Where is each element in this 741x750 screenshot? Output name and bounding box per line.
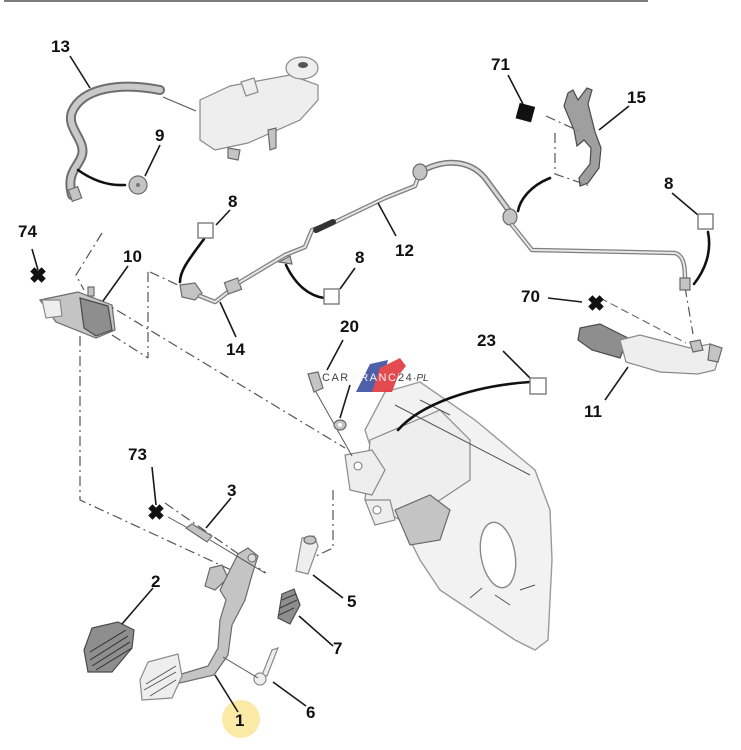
marker-23 [529,377,547,395]
leader-8a [215,209,231,226]
pivot-sleeve-3 [167,516,266,574]
clip-marker-8c [697,213,714,230]
leader-5 [312,574,344,599]
bolt-and-nut-20 [307,371,353,457]
pointer-8b [284,263,326,300]
assembly-line-connector [149,271,181,287]
assembly-line-slave-fitting [684,286,694,335]
pipe-bracket-15 [563,87,602,187]
assembly-line-hose-to-cylinder [75,232,103,291]
callout-5: 5 [347,592,356,611]
callout-74: 74 [18,222,37,241]
top-border-rule [4,0,648,2]
leader-2 [121,587,154,625]
assembly-line-70 [599,297,687,344]
callout-11: 11 [584,402,602,421]
callout-8a: 8 [228,192,237,211]
watermark-text-num: 24 [398,372,413,384]
callout-71: 71 [491,55,510,74]
callout-7: 7 [333,639,342,658]
clutch-pedal-1 [139,547,259,701]
leader-10 [102,265,129,302]
slave-cylinder-11 [577,323,723,375]
callout-23: 23 [477,331,496,350]
assembly-line-71 [545,115,580,132]
callout-14: 14 [226,340,245,359]
leader-71 [507,74,524,105]
cross-marker-73 [148,504,164,520]
leader-20 [326,339,344,371]
pedal-box-bracket [344,381,553,651]
cross-marker-74 [30,267,46,283]
leader-74 [31,248,39,271]
pipe-connector-14 [179,277,243,305]
part-1-highlight [222,700,260,738]
watermark-text-brand: FRANCE [352,372,406,384]
bolt-6 [222,647,280,686]
callout-1: 1 [235,711,244,730]
leader-3 [205,497,232,529]
callout-12: 12 [395,241,414,260]
grommet-9 [128,175,148,195]
watermark-flag-red [372,358,406,392]
leader-23 [502,350,531,379]
clutch-pipe-12 [237,159,691,291]
callout-15: 15 [627,88,646,107]
callout-2: 2 [151,572,160,591]
leader-11 [604,366,629,401]
leader-20b [339,384,351,419]
callout-10: 10 [123,247,142,266]
leader-1 [214,674,239,713]
reservoir-hose-13 [65,81,165,203]
pedal-pad-2 [83,621,135,673]
callout-70: 70 [521,287,540,306]
leader-7 [298,615,334,647]
master-cylinder-10 [38,286,116,339]
leader-8c [671,192,699,216]
callout-20: 20 [340,317,359,336]
assembly-line-cylinder-to-bracket [99,299,346,449]
marker-71 [515,102,536,123]
leader-73 [151,466,157,506]
leader-8b [339,267,356,290]
assembly-line-cylinder-to-pedal [79,296,243,576]
callout-73: 73 [128,445,147,464]
leader-70 [547,297,583,303]
watermark-text-car: CAR [322,372,350,384]
callout-6: 6 [306,703,315,722]
pointer-23 [396,380,532,432]
leader-12 [377,202,397,237]
pointer-9 [76,168,127,187]
assembly-line-cylinder-base [111,334,149,359]
clip-marker-8b [323,288,340,305]
pivot-pin-5 [295,535,319,575]
watermark-logo: CAR FRANCE 24 ·PL [322,358,429,392]
leader-lines [31,55,711,713]
leader-6 [272,681,307,707]
leader-14 [219,301,237,338]
leader-13 [69,55,91,89]
callout-8b: 8 [355,248,364,267]
callout-13: 13 [51,37,70,56]
cross-marker-70 [588,295,604,311]
fluid-reservoir [162,56,319,161]
leader-15 [598,105,630,131]
callout-8c: 8 [664,174,673,193]
callout-labels: 13 9 71 15 8 8 8 12 74 10 14 20 70 23 11… [18,37,673,730]
clip-marker-8a [197,222,214,239]
leader-9 [144,144,161,177]
callout-3: 3 [227,481,236,500]
markers [30,102,714,520]
pointer-15 [516,176,552,213]
pointer-8c [692,230,711,286]
callout-9: 9 [155,126,164,145]
pedal-rubber-7 [277,588,301,625]
pointer-8a [178,237,206,284]
assembly-line-bracket-15 [554,133,591,187]
watermark-text-tail: ·PL [413,373,429,384]
